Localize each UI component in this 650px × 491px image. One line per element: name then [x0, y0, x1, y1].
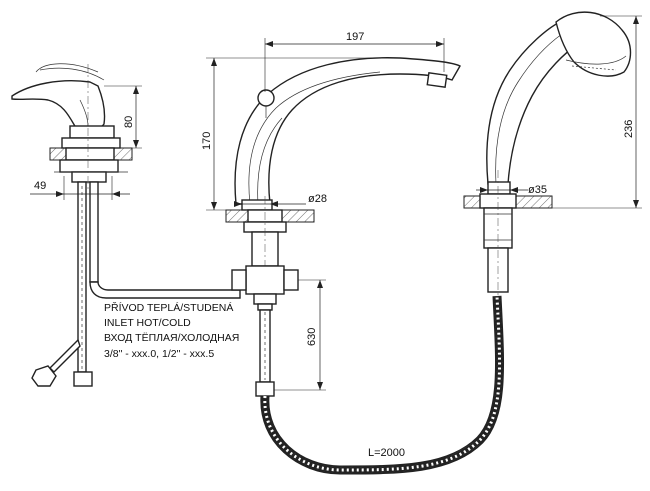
- hand-shower: [463, 11, 632, 296]
- dimension-80: 80: [104, 85, 142, 149]
- dim-dia-35-label: ø35: [528, 184, 547, 196]
- dimension-dia-35: ø35: [476, 184, 547, 196]
- dimension-dia-28: ø28: [234, 193, 327, 207]
- inlet-note-line-1: PŘÍVOD TEPLÁ/STUDENÁ: [104, 301, 233, 314]
- dim-80-label: 80: [123, 116, 135, 128]
- dimension-630: 630: [274, 279, 326, 391]
- dimension-236: 236: [552, 15, 642, 209]
- dimension-49: 49: [30, 176, 130, 200]
- dim-170-label: 170: [201, 132, 213, 150]
- tee-assembly: [231, 265, 299, 397]
- inlet-note-line-4: 3/8" - xxx.0, 1/2" - xxx.5: [104, 348, 214, 360]
- dim-dia-28-label: ø28: [308, 193, 327, 205]
- inlet-note: PŘÍVOD TEPLÁ/STUDENÁ INLET HOT/COLD ВХОД…: [104, 301, 239, 360]
- dimension-170: 170: [201, 57, 400, 211]
- shower-hose: L=2000: [260, 295, 505, 475]
- spout: [234, 57, 461, 211]
- hose-length-label: L=2000: [368, 447, 405, 459]
- inlet-note-line-3: ВХОД ТЁПЛАЯ/ХОЛОДНАЯ: [104, 332, 239, 344]
- inlet-note-line-2: INLET HOT/COLD: [104, 317, 191, 329]
- dimension-197: 197: [264, 31, 445, 92]
- dim-49-label: 49: [34, 180, 46, 192]
- dim-630-label: 630: [306, 328, 318, 346]
- dim-197-label: 197: [346, 31, 364, 43]
- lever-mixer: [11, 63, 133, 190]
- dim-236-label: 236: [623, 120, 635, 138]
- left-supply-pipes: [31, 181, 241, 387]
